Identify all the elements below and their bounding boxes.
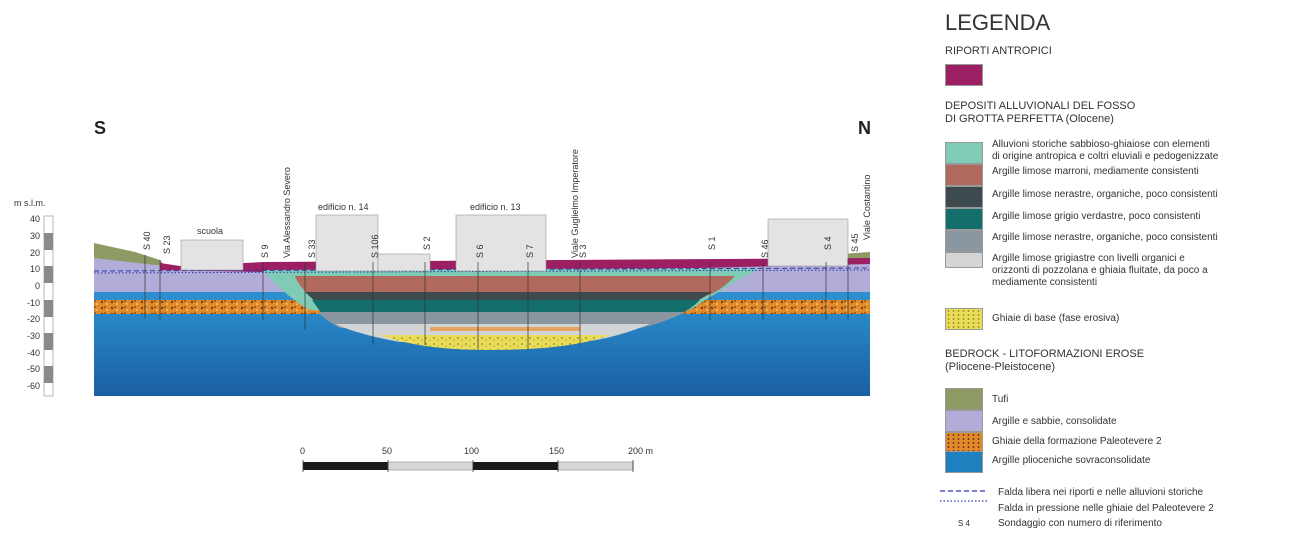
swatch-marroni (945, 164, 983, 186)
swatch-verdastre (945, 208, 983, 230)
borehole-lines (144, 255, 849, 350)
legend-item-sondaggio: Sondaggio con numero di riferimento (998, 518, 1162, 529)
legend-item-plioceniche: Argille plioceniche sovraconsolidate (992, 455, 1151, 466)
scale-tick: 200 m (628, 446, 654, 456)
elevation-tick: 40 (29, 214, 40, 224)
pozzolana-lens (430, 327, 580, 331)
section-drawing (43, 214, 871, 397)
swatch-tufi (945, 388, 983, 410)
building-label-scuola: scuola (197, 226, 224, 236)
swatch-plioceniche (945, 451, 983, 473)
elevation-tick: 10 (29, 264, 40, 274)
elevation-tick: 20 (29, 248, 40, 258)
legend-item-falda-pressione: Falda in pressione nelle ghiaie del Pale… (998, 503, 1214, 514)
swatch-ghiaie-base (945, 308, 983, 330)
swatch-paleotevere (945, 432, 983, 454)
legend-heading-bedrock-1: BEDROCK - LITOFORMAZIONI EROSE (945, 348, 1145, 360)
elevation-tick: -20 (26, 314, 40, 324)
swatch-riporti (945, 64, 983, 86)
direction-north-label: N (858, 118, 871, 138)
legend-heading-depositi-1: DEPOSITI ALLUVIONALI DEL FOSSO (945, 100, 1136, 112)
swatch-alluvioni (945, 142, 983, 164)
swatch-nerastre-2 (945, 230, 983, 252)
legend-item-falda-libera: Falda libera nei riporti e nelle alluvio… (998, 487, 1204, 498)
elevation-tick: -40 (26, 348, 40, 358)
scale-tick: 50 (382, 446, 393, 456)
legend-falda-symbols (940, 490, 988, 502)
legend-item-nerastre-2: Argille limose nerastre, organiche, poco… (992, 232, 1218, 243)
elevation-tick: -10 (26, 298, 40, 308)
scale-tick: 0 (300, 446, 306, 456)
building-label-edificio-13: edificio n. 13 (470, 202, 521, 212)
legend-heading-bedrock-2: (Pliocene-Pleistocene) (945, 361, 1056, 373)
legend-item-grigiastre-3: mediamente consistenti (992, 277, 1098, 288)
legend-item-argille-sabbie: Argille e sabbie, consolidate (992, 416, 1117, 427)
elevation-tick: 30 (29, 231, 40, 241)
swatch-nerastre (945, 186, 983, 208)
scale-tick: 150 (549, 446, 565, 456)
elevation-tick: -30 (26, 331, 40, 341)
elevation-axis-label: m s.l.m. (14, 198, 46, 208)
legend-item-grigiastre-1: Argille limose grigiastre con livelli or… (992, 253, 1185, 264)
building-edificio-14b (377, 253, 431, 272)
legend-heading-depositi-2: DI GROTTA PERFETTA (Olocene) (945, 113, 1114, 125)
layer-ghiaie-base (380, 335, 610, 350)
legend-item-alluvioni-2: di origine antropica e coltri eluviali e… (992, 151, 1219, 162)
legend-sondaggio-symbol: S 4 (958, 519, 971, 528)
legend-item-tufi: Tufi (992, 394, 1009, 405)
layer-argille-marroni (295, 276, 735, 296)
legend-item-alluvioni-1: Alluvioni storiche sabbioso-ghiaiose con… (992, 139, 1210, 150)
legend-title: LEGENDA (945, 10, 1051, 35)
scale-tick: 100 (464, 446, 480, 456)
layer-argille-verdastre (312, 300, 700, 314)
legend-heading-riporti: RIPORTI ANTROPICI (945, 45, 1052, 57)
elevation-ruler (43, 215, 54, 397)
elevation-tick: -50 (26, 364, 40, 374)
elevation-tick: -60 (26, 381, 40, 391)
legend-item-grigiastre-2: orizzonti di pozzolana e ghiaia fluitate… (992, 265, 1208, 276)
legend-item-nerastre: Argille limose nerastre, organiche, poco… (992, 189, 1218, 200)
legend-item-ghiaie-base: Ghiaie di base (fase erosiva) (992, 313, 1120, 324)
legend-item-verdastre: Argille limose grigio verdastre, poco co… (992, 211, 1201, 222)
layer-tufi (94, 243, 165, 266)
building-right (767, 218, 849, 267)
building-edificio-14 (315, 214, 379, 272)
building-scuola (180, 239, 244, 271)
cross-section: S N m s.l.m. 40 30 20 10 0 -10 -20 -30 -… (14, 118, 872, 472)
building-edificio-13 (455, 214, 547, 272)
direction-south-label: S (94, 118, 107, 138)
swatch-grigiastre (945, 252, 983, 268)
swatch-argille-sabbie (945, 410, 983, 432)
legend-item-marroni: Argille limose marroni, mediamente consi… (992, 166, 1199, 177)
building-label-edificio-14: edificio n. 14 (318, 202, 369, 212)
elevation-tick: 0 (34, 281, 40, 291)
legend-item-paleotevere: Ghiaie della formazione Paleotevere 2 (992, 436, 1162, 447)
